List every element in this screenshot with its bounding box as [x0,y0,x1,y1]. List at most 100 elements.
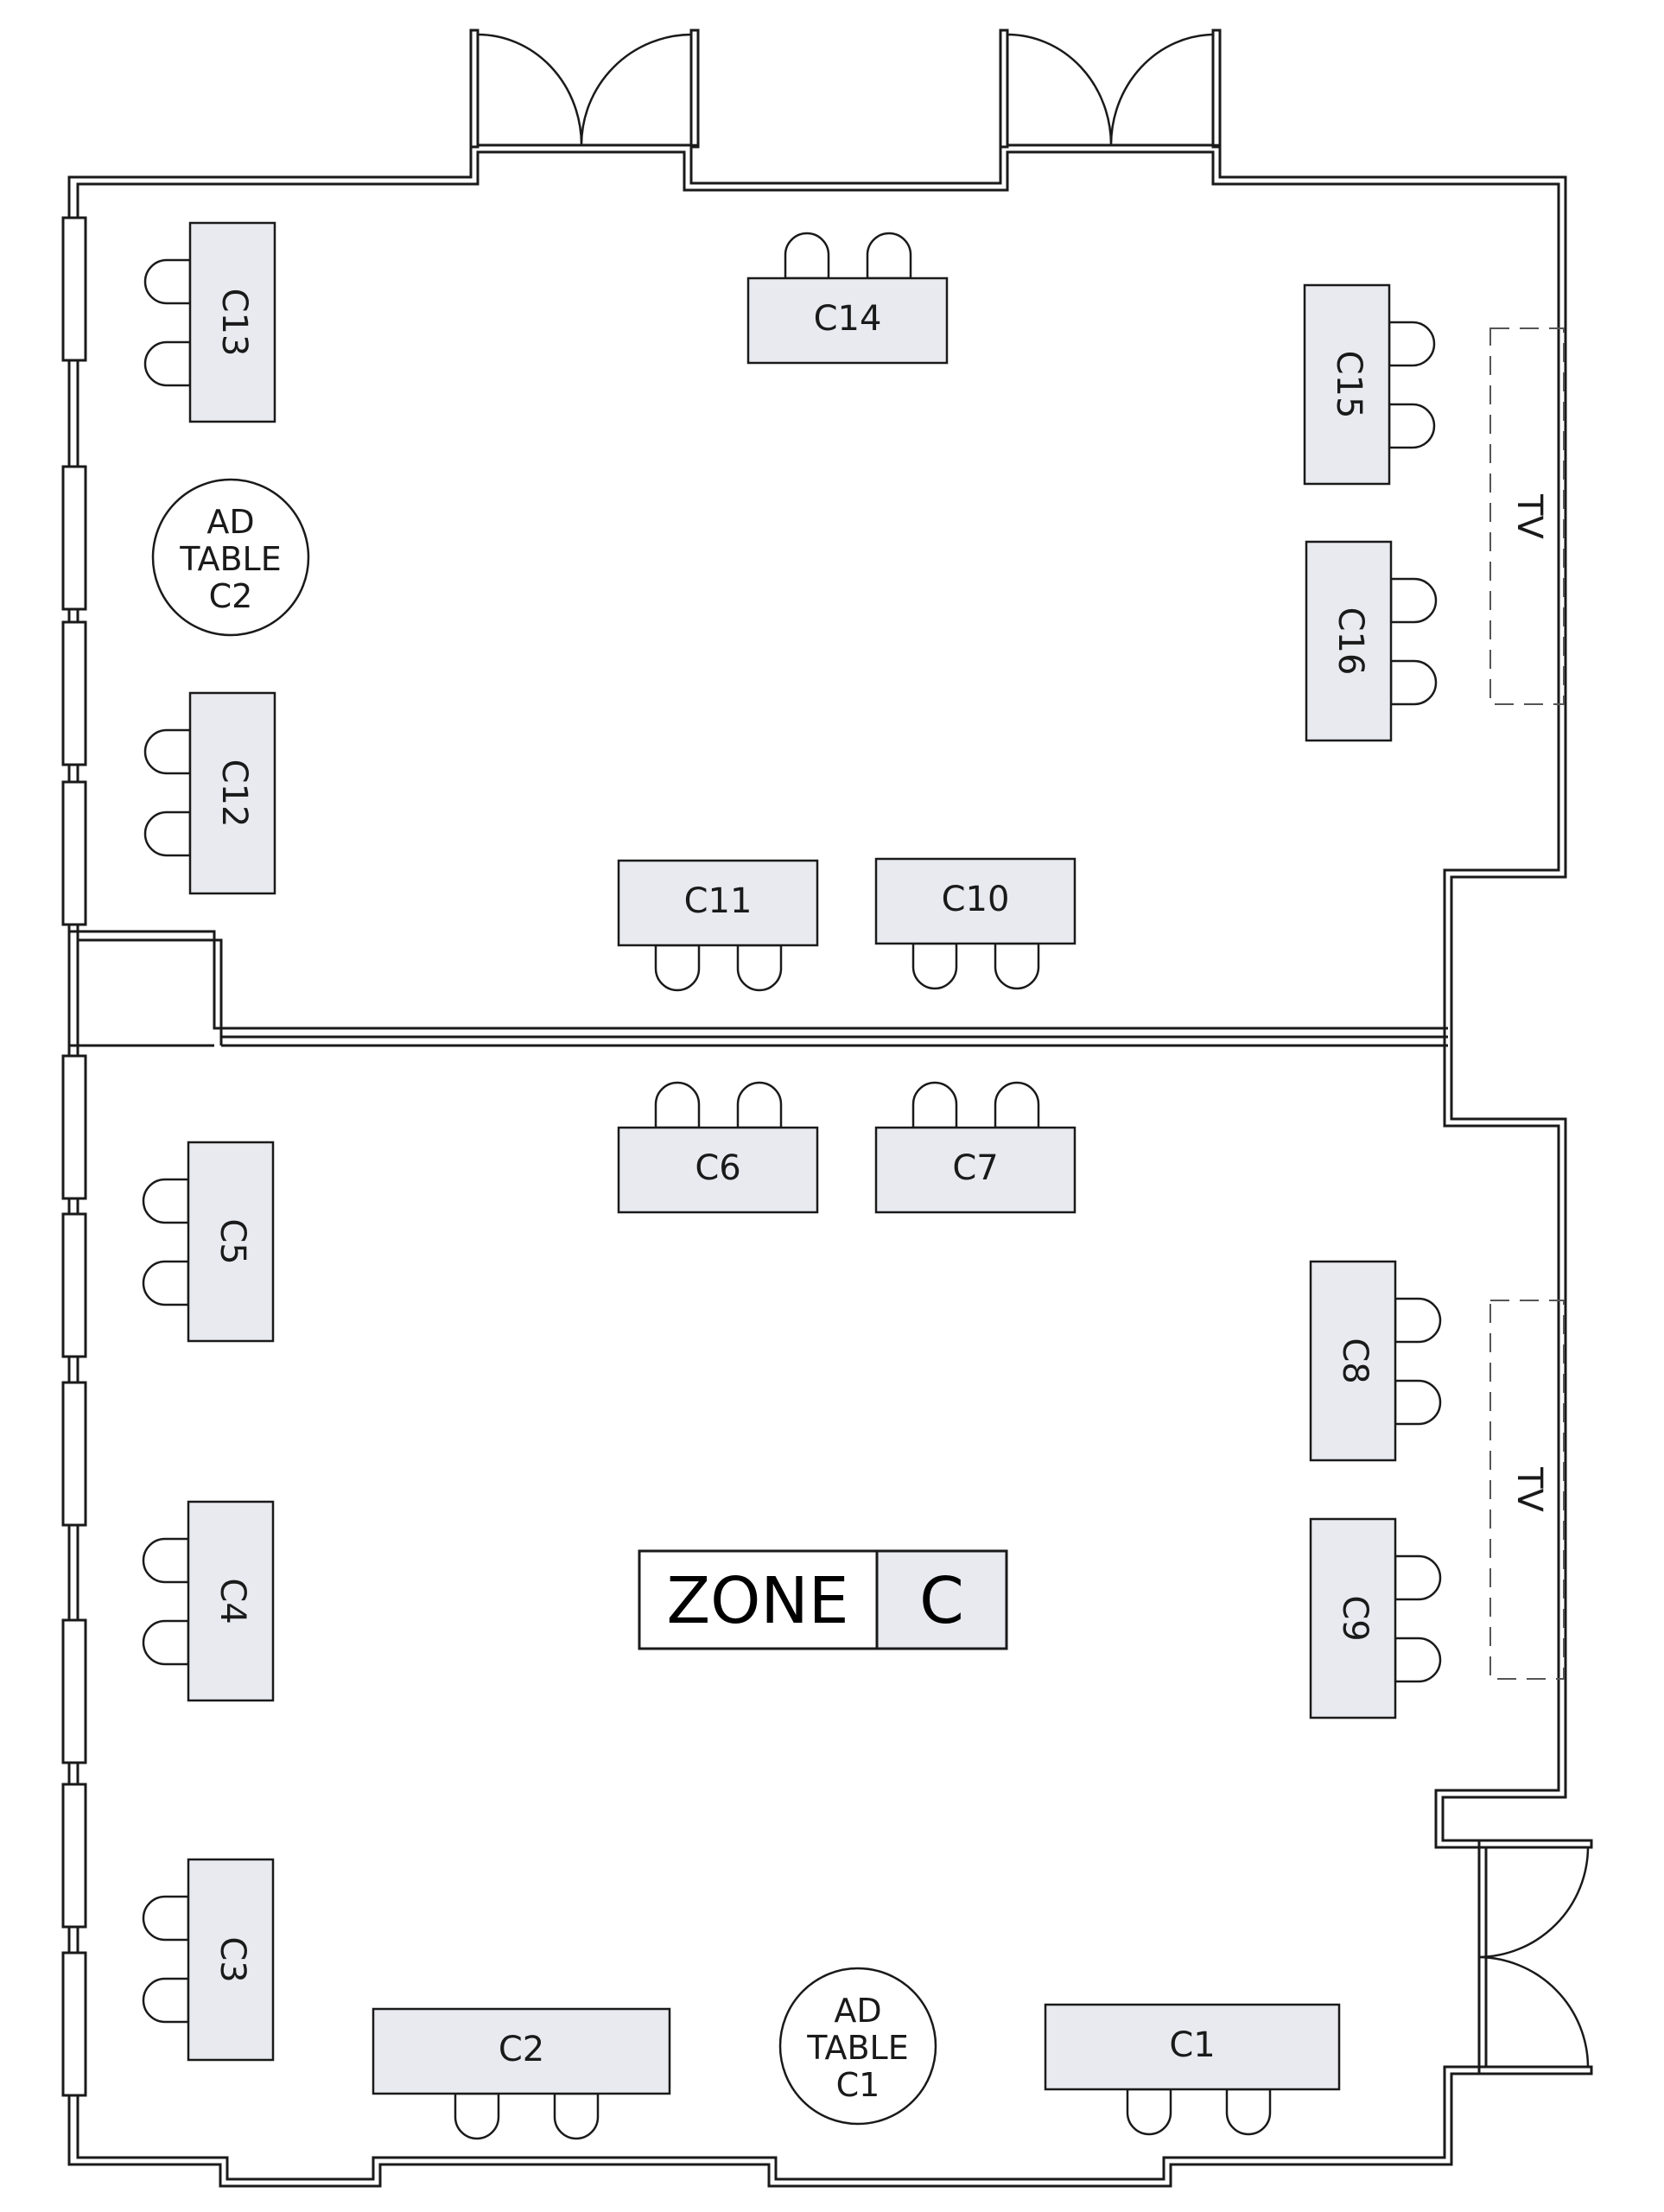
ad-table-c2-circle [151,478,310,637]
chair [553,2092,600,2140]
table-c10[interactable]: C10 [874,857,1077,990]
ad-table-c1-line-3: C1 [836,2066,880,2104]
tv-zone-upper [1489,327,1565,705]
door-frame-top-right [999,29,1009,149]
chair [654,944,701,992]
chair [143,258,192,305]
walls [67,143,1567,2188]
chair [142,1977,190,2024]
table-surface [874,1126,1077,1214]
table-label: C14 [814,299,882,339]
room-wall-inner [76,150,1560,2181]
chair [1394,1379,1442,1426]
table-c9[interactable]: C9 [1309,1517,1442,1719]
table-c3[interactable]: C3 [142,1858,275,2062]
table-c11[interactable]: C11 [617,859,819,992]
table-surface [187,1141,275,1343]
table-surface [187,1858,275,2062]
tv-label-upper: TV [1509,493,1549,539]
table-surface [187,1500,275,1702]
table-surface [1303,283,1391,486]
table-surface [188,221,276,423]
table-label: C2 [499,2030,544,2069]
table-label: C7 [952,1148,998,1188]
table-label: C5 [213,1218,252,1264]
window-2 [61,465,87,611]
table-c1[interactable]: C1 [1044,2003,1341,2136]
table-c16[interactable]: C16 [1305,540,1438,742]
ad-table-c1-circle [778,1967,937,2126]
table-surface [617,859,819,947]
ad-table-c1[interactable]: AD TABLE C1 [778,1967,937,2126]
ad-table-c2-line-3: C2 [209,577,253,615]
window-10 [61,1951,87,2097]
windows [61,216,87,2097]
table-surface [1309,1517,1397,1719]
table-surface [1309,1260,1397,1462]
ad-table-c2-line-2: TABLE [179,540,282,578]
chair [1394,1297,1442,1344]
table-label: C4 [213,1578,252,1624]
door-frame-top-right-2 [1211,29,1222,149]
chair [866,232,912,280]
table-c4[interactable]: C4 [142,1500,275,1702]
window-8 [61,1618,87,1764]
chair [1126,2088,1172,2136]
ad-table-c2[interactable]: AD TABLE C2 [151,478,310,637]
chair [736,1081,783,1129]
table-c5[interactable]: C5 [142,1141,275,1343]
table-label: C6 [695,1148,740,1188]
ad-table-c2-line-1: AD [206,503,254,541]
table-c6[interactable]: C6 [617,1081,819,1214]
chair [1388,321,1436,367]
chair [911,1081,958,1129]
window-9 [61,1783,87,1929]
zone-word: ZONE [666,1564,848,1638]
chair [454,2092,500,2140]
zone-label: ZONE C [638,1549,1008,1650]
table-c12[interactable]: C12 [143,691,276,895]
window-7 [61,1381,87,1527]
chair [1389,577,1438,624]
partition-wall [69,930,1448,1047]
window-4 [61,780,87,926]
zone-letter-box [875,1549,1008,1650]
doors [469,29,1593,2075]
table-label: C1 [1169,2025,1215,2065]
table-c13[interactable]: C13 [143,221,276,423]
table-label: C12 [214,760,254,828]
tv-zones: TV TV [1489,327,1565,1680]
table-surface [746,276,949,365]
table-label: C8 [1335,1338,1375,1383]
table-label: C15 [1329,351,1369,419]
chair [142,1178,190,1224]
tv-zone-lower [1489,1300,1565,1680]
table-surface [874,857,1077,945]
table-c15[interactable]: C15 [1303,283,1436,486]
table-label: C16 [1331,607,1370,676]
table-label: C10 [942,880,1010,919]
table-surface [188,691,276,895]
door-frame-right-2 [1477,2065,1593,2075]
zone-letter: C [919,1564,964,1638]
door-frame-right [1477,1839,1593,1849]
table-c7[interactable]: C7 [874,1081,1077,1214]
table-surface [1044,2003,1341,2091]
chair [784,232,830,280]
chair [994,942,1040,990]
chair [994,1081,1040,1129]
table-c2[interactable]: C2 [372,2007,671,2140]
ad-table-c1-line-1: AD [834,1992,881,2030]
window-3 [61,620,87,766]
window-5 [61,1054,87,1200]
chair [1389,659,1438,706]
chair [142,1895,190,1942]
window-1 [61,216,87,362]
chair [142,1619,190,1666]
table-c14[interactable]: C14 [746,232,949,365]
chair [143,810,192,857]
table-c8[interactable]: C8 [1309,1260,1442,1462]
chair [142,1537,190,1584]
